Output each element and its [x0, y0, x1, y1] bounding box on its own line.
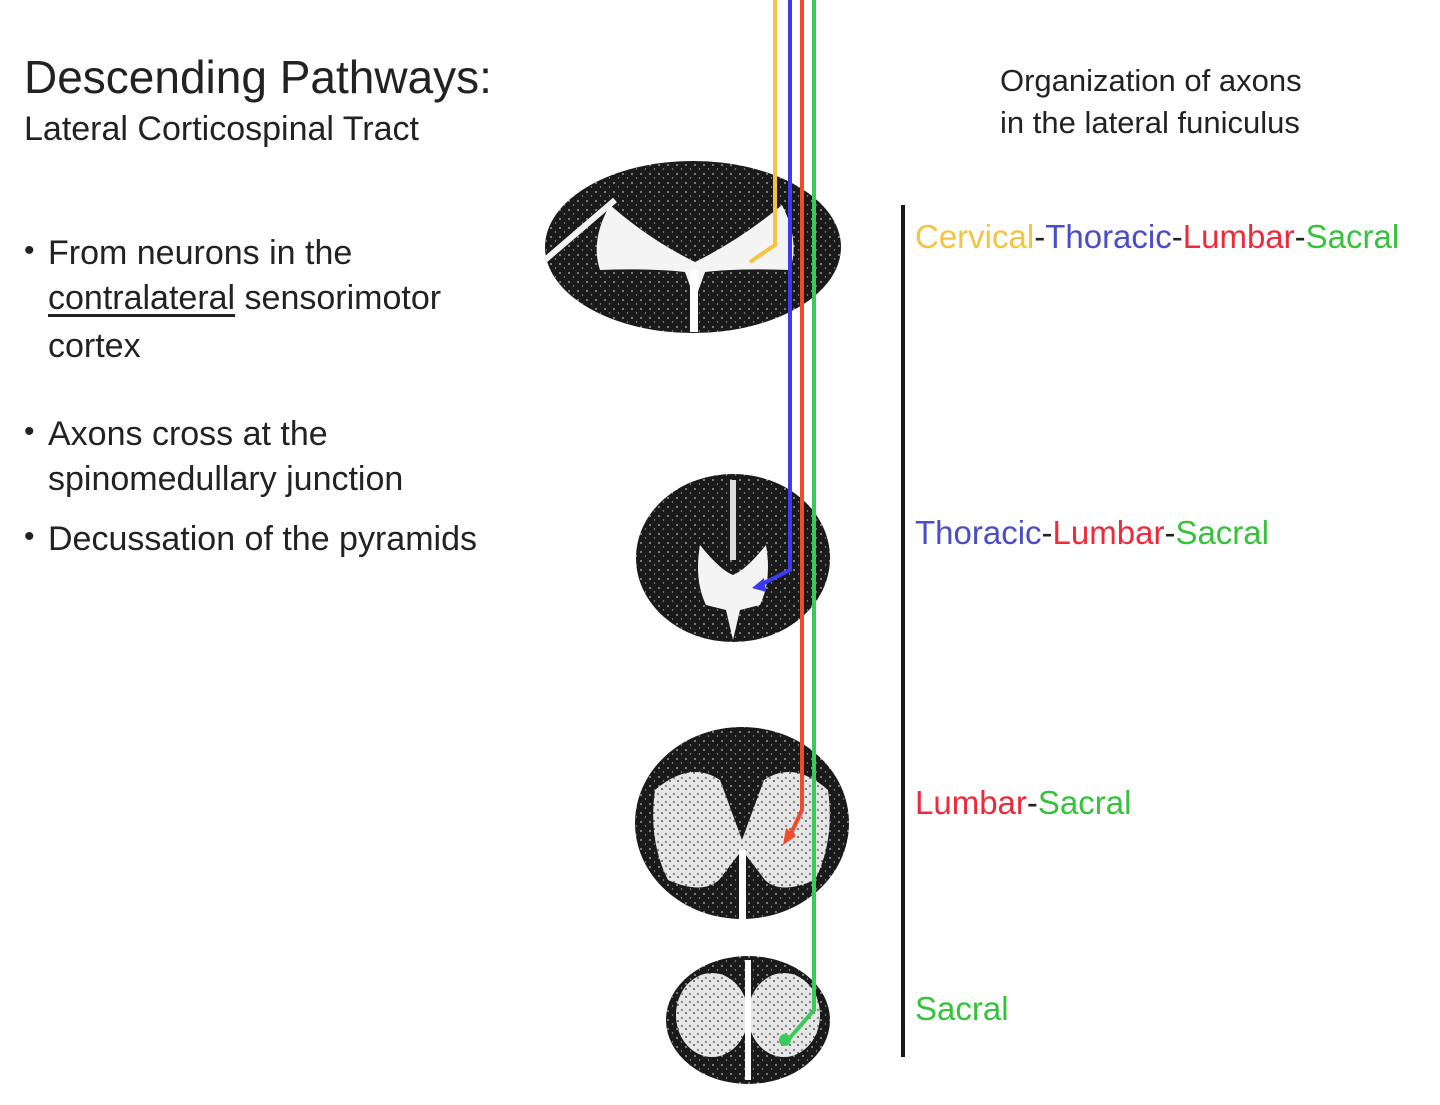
bullet-text: spinomedullary junction: [48, 460, 404, 498]
tract-line-sacral: [786, 0, 816, 1042]
organization-heading: Organization of axons in the lateral fun…: [1000, 60, 1302, 144]
cervical-midline-fissure: [690, 270, 698, 332]
organization-line-1: Organization of axons: [1000, 63, 1302, 98]
tract-line-thoracic: [759, 0, 792, 587]
thoracic-section: [636, 474, 830, 642]
bracket-line-upper: [901, 205, 905, 885]
page-title: Descending Pathways:: [24, 51, 492, 103]
label-sacral: Sacral: [1037, 784, 1132, 821]
bullet-text: sensorimotor: [235, 279, 442, 317]
thoracic-grey-matter: [698, 545, 768, 640]
bullet-dot: •: [24, 234, 35, 267]
label-thoracic: Thoracic: [915, 514, 1042, 551]
label-lumbar: Lumbar: [1182, 218, 1295, 255]
separator: -: [1171, 218, 1183, 255]
level-label-sacral: Sacral: [915, 990, 1009, 1028]
sacral-midline-fissure: [745, 960, 751, 1080]
level-label-thoracic: Thoracic-Lumbar-Sacral: [915, 514, 1269, 552]
separator: -: [1034, 218, 1046, 255]
cervical-dorsal-horn: [543, 197, 617, 263]
sacral-grey-right: [748, 973, 820, 1057]
label-sacral: Sacral: [1305, 218, 1400, 255]
label-cervical: Cervical: [915, 218, 1035, 255]
page-subtitle: Lateral Corticospinal Tract: [24, 110, 419, 148]
bracket-line-lower: [901, 885, 905, 1057]
lumbar-section: [635, 727, 849, 920]
label-sacral: Sacral: [1175, 514, 1269, 551]
bullet-text: Decussation of the pyramids: [48, 520, 477, 558]
sacral-grey-left: [676, 973, 748, 1057]
tract-arrowhead-thoracic: [752, 578, 766, 592]
bullet-dot: •: [24, 520, 35, 553]
bullet-text: From neurons in the: [48, 234, 353, 272]
cervical-section: [543, 161, 841, 333]
bullet-text: Axons cross at the: [48, 415, 328, 453]
lumbar-grey-matter: [653, 772, 830, 888]
bullet-dot: •: [24, 415, 35, 448]
level-label-cervical: Cervical-Thoracic-Lumbar-Sacral: [915, 218, 1399, 256]
separator: -: [1164, 514, 1176, 551]
separator: -: [1026, 784, 1038, 821]
bullet-text-line: contralateral sensorimotor: [48, 275, 441, 321]
separator: -: [1294, 218, 1306, 255]
tract-arrowhead-lumbar: [783, 828, 796, 845]
organization-line-2: in the lateral funiculus: [1000, 105, 1300, 140]
label-thoracic: Thoracic: [1045, 218, 1172, 255]
label-sacral: Sacral: [915, 990, 1009, 1027]
lumbar-midline-fissure: [739, 850, 746, 920]
label-lumbar: Lumbar: [1052, 514, 1165, 551]
thoracic-dorsal-septum: [730, 480, 736, 560]
label-lumbar: Lumbar: [915, 784, 1027, 821]
tract-endpoint-sacral: [779, 1034, 791, 1046]
tract-line-lumbar: [786, 0, 804, 841]
bullet-text: cortex: [48, 327, 141, 365]
level-label-lumbar: Lumbar-Sacral: [915, 784, 1131, 822]
separator: -: [1041, 514, 1053, 551]
cervical-white-matter: [545, 161, 841, 333]
tract-line-cervical: [748, 0, 777, 264]
underlined-word: contralateral: [48, 279, 236, 317]
sacral-section: [666, 956, 830, 1084]
